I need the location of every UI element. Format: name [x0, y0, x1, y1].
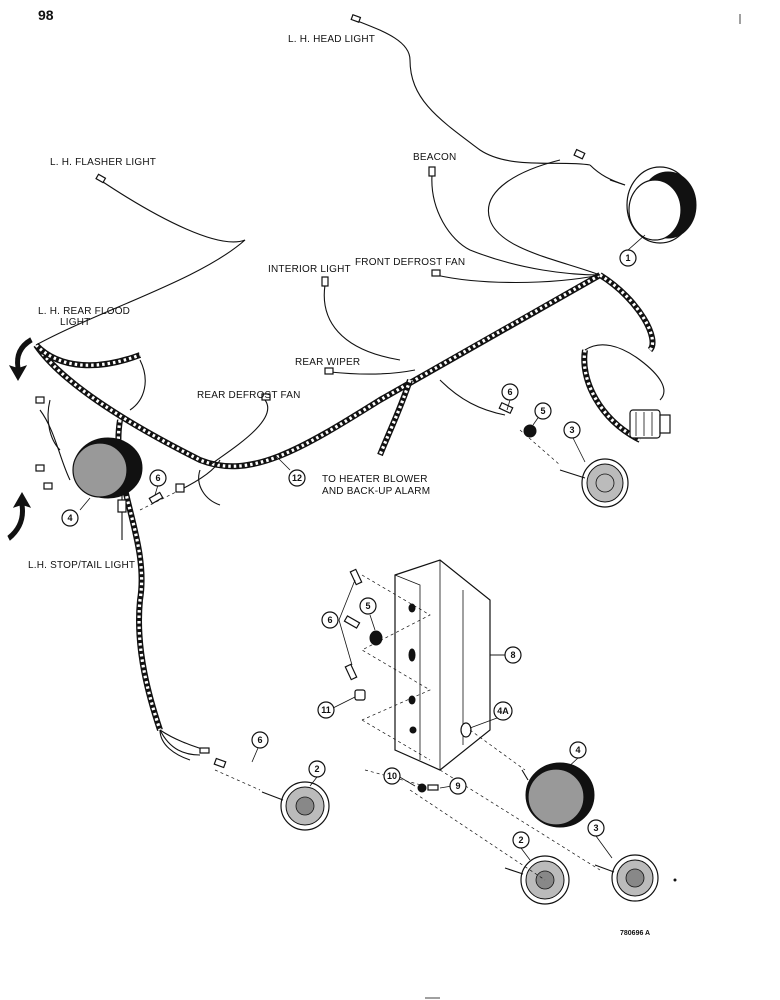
flood-light-4-lower — [521, 762, 595, 828]
callout-5-upper-right: 5 — [534, 402, 552, 420]
main-harness — [33, 272, 656, 731]
svg-text:4: 4 — [67, 513, 72, 523]
callout-6-bracket: 6 — [321, 611, 339, 629]
svg-text:3: 3 — [569, 425, 574, 435]
callout-6-upper-right: 6 — [501, 383, 519, 401]
stray-mark — [673, 878, 677, 882]
label-front-defrost-fan: FRONT DEFROST FAN — [355, 257, 465, 268]
svg-text:11: 11 — [321, 705, 331, 715]
callout-4-lower: 4 — [569, 741, 587, 759]
label-rear-defrost-fan: REAR DEFROST FAN — [197, 390, 301, 401]
callout-4-upper: 4 — [61, 509, 79, 527]
callout-10: 10 — [383, 767, 401, 785]
mounting-bracket-8 — [394, 559, 505, 771]
callout-9: 9 — [449, 777, 467, 795]
svg-text:6: 6 — [257, 735, 262, 745]
callout-5-bracket: 5 — [359, 597, 377, 615]
callout-4A: 4A — [493, 701, 513, 721]
svg-text:6: 6 — [155, 473, 160, 483]
svg-text:2: 2 — [518, 835, 523, 845]
label-rear-wiper: REAR WIPER — [295, 357, 360, 368]
thin-wires — [35, 19, 665, 761]
rear-flood-light-4 — [72, 437, 143, 540]
assembly-lines — [139, 429, 601, 881]
wire-terminals — [35, 13, 586, 754]
svg-text:5: 5 — [365, 601, 370, 611]
callout-12: 12 — [288, 469, 306, 487]
label-heater-blower-line2: AND BACK-UP ALARM — [322, 486, 430, 497]
svg-text:6: 6 — [507, 387, 512, 397]
marker-light-3-lower — [594, 854, 659, 902]
head-light-1 — [609, 166, 697, 244]
callout-3-upper: 3 — [563, 421, 581, 439]
callout-6-left: 6 — [149, 469, 167, 487]
svg-text:10: 10 — [387, 771, 397, 781]
svg-text:8: 8 — [510, 650, 515, 660]
label-lh-head-light: L. H. HEAD LIGHT — [288, 34, 375, 45]
marker-light-2-lower — [504, 855, 570, 905]
svg-text:6: 6 — [327, 615, 332, 625]
harness-connector-plug — [629, 409, 671, 439]
marker-light-2-left — [261, 781, 330, 831]
callout-11: 11 — [317, 701, 335, 719]
svg-text:9: 9 — [455, 781, 460, 791]
label-lh-rear-flood-light-line2: LIGHT — [60, 317, 90, 328]
callout-leaders — [79, 234, 646, 861]
marker-light-3-upper — [559, 458, 629, 508]
svg-text:4: 4 — [575, 745, 580, 755]
callouts: 1 6 5 3 12 4 6 5 6 8 11 4A 4 6 2 10 9 2 … — [61, 249, 637, 849]
label-heater-blower-line1: TO HEATER BLOWER — [322, 474, 428, 485]
callout-8: 8 — [504, 646, 522, 664]
label-lh-rear-flood-light-line1: L. H. REAR FLOOD — [38, 306, 130, 317]
callout-6-lower-left: 6 — [251, 731, 269, 749]
callout-3-lower: 3 — [587, 819, 605, 837]
figure-code: 780696 A — [620, 930, 650, 937]
svg-text:2: 2 — [314, 764, 319, 774]
svg-text:12: 12 — [292, 473, 302, 483]
label-lh-stop-tail-light: L.H. STOP/TAIL LIGHT — [28, 560, 135, 571]
label-beacon: BEACON — [413, 152, 456, 163]
direction-arrows — [7, 337, 33, 541]
callout-2-lower: 2 — [512, 831, 530, 849]
svg-text:3: 3 — [593, 823, 598, 833]
callout-2-left: 2 — [308, 760, 326, 778]
page-number: 98 — [38, 7, 54, 23]
svg-text:5: 5 — [540, 406, 545, 416]
svg-text:4A: 4A — [497, 706, 509, 716]
svg-text:1: 1 — [625, 253, 630, 263]
small-parts — [148, 401, 537, 793]
callout-1: 1 — [619, 249, 637, 267]
label-lh-flasher-light: L. H. FLASHER LIGHT — [50, 157, 156, 168]
label-interior-light: INTERIOR LIGHT — [268, 264, 351, 275]
